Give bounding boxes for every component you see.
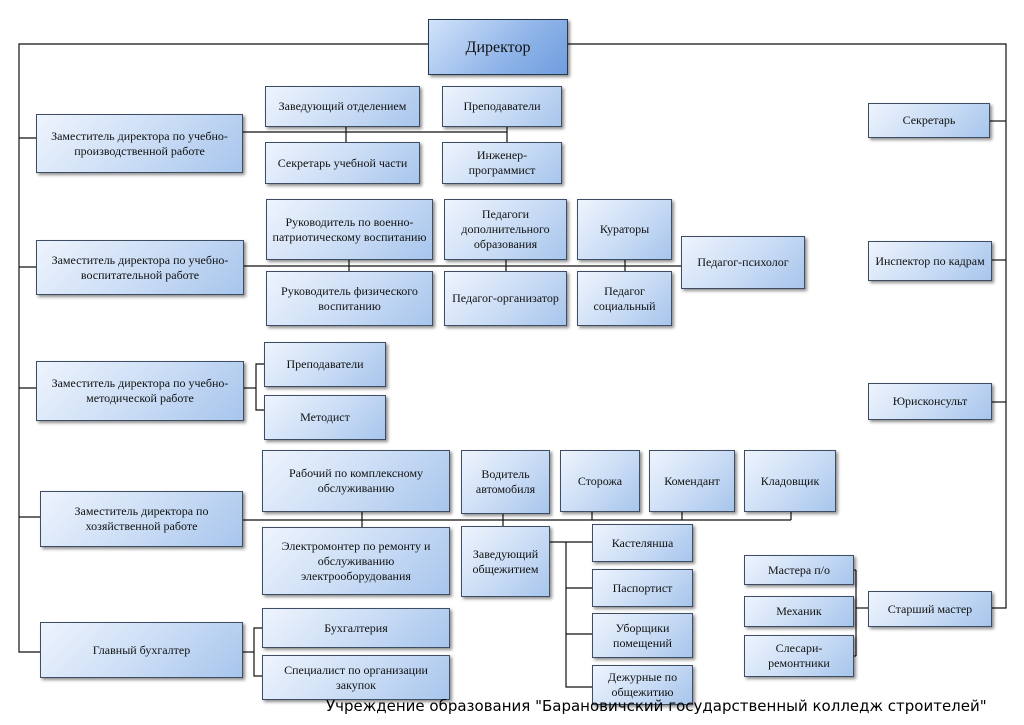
commandant-label: Комендант (664, 473, 720, 488)
director-box: Директор (428, 19, 568, 75)
secretary-academic-box: Секретарь учебной части (265, 142, 420, 184)
psychologist-box: Педагог-психолог (681, 236, 805, 289)
repair-fitters-label: Слесари-ремонтники (768, 641, 830, 670)
housekeeper-box: Кастелянша (592, 524, 693, 562)
teachers-production-label: Преподаватели (463, 99, 541, 113)
dormitory-head-box: Заведующий общежитием (461, 526, 550, 597)
cleaners-box: Уборщики помещений (592, 613, 693, 658)
secretary-label: Секретарь (902, 113, 956, 127)
chief-accountant-box: Главный бухгалтер (40, 622, 243, 678)
deputy-economic-label: Заместитель директора по хозяйственной р… (74, 504, 209, 533)
accounting-label: Бухгалтерия (324, 620, 388, 635)
social-teacher-box: Педагог социальный (577, 271, 672, 326)
procurement-specialist-box: Специалист по организации закупок (262, 655, 450, 700)
masters-label: Мастера п/о (768, 562, 830, 577)
deputy-economic-box: Заместитель директора по хозяйственной р… (40, 491, 243, 547)
deputy-production-label: Заместитель директора по учебно-производ… (51, 128, 228, 158)
passport-officer-box: Паспортист (592, 569, 693, 607)
chief-accountant-label: Главный бухгалтер (92, 642, 191, 657)
dormitory-head-label: Заведующий общежитием (472, 546, 539, 576)
director-label: Директор (465, 38, 531, 56)
driver-label: Водитель автомобиля (475, 467, 536, 496)
housekeeper-label: Кастелянша (611, 535, 674, 550)
passport-officer-label: Паспортист (612, 580, 673, 595)
head-of-department-label: Заведующий отделением (278, 99, 407, 113)
legal-counsel-label: Юрисконсульт (892, 394, 968, 408)
accounting-box: Бухгалтерия (262, 608, 450, 648)
social-teacher-label: Педагог социальный (593, 283, 656, 313)
masters-box: Мастера п/о (744, 555, 854, 585)
head-military-patriotic-label: Руководитель по военно-патриотическому в… (272, 214, 427, 244)
driver-box: Водитель автомобиля (461, 450, 550, 514)
commandant-box: Комендант (649, 450, 735, 512)
secretary-academic-label: Секретарь учебной части (277, 155, 408, 170)
teachers-additional-ed-label: Педагоги дополнительного образования (461, 207, 550, 251)
head-of-department-box: Заведующий отделением (265, 86, 420, 127)
psychologist-label: Педагог-психолог (697, 255, 789, 269)
maintenance-worker-box: Рабочий по комплексному обслуживанию (262, 450, 450, 512)
engineer-programmer-box: Инженер-программист (442, 142, 562, 184)
senior-master-label: Старший мастер (887, 601, 973, 616)
deputy-production-box: Заместитель директора по учебно-производ… (36, 114, 243, 173)
head-military-patriotic-box: Руководитель по военно-патриотическому в… (266, 199, 433, 260)
maintenance-worker-label: Рабочий по комплексному обслуживанию (288, 466, 424, 495)
cleaners-label: Уборщики помещений (613, 620, 672, 650)
watchmen-box: Сторожа (560, 450, 640, 512)
head-physical-ed-box: Руководитель физического воспитанию (266, 271, 433, 326)
engineer-programmer-label: Инженер-программист (468, 148, 536, 177)
mechanic-box: Механик (744, 596, 854, 627)
electrician-box: Электромонтер по ремонту и обслуживанию … (262, 527, 450, 595)
secretary-box: Секретарь (868, 103, 990, 138)
watchmen-label: Сторожа (577, 473, 623, 488)
institution-caption: Учреждение образования "Барановичский го… (326, 697, 987, 715)
teacher-organizer-label: Педагог-организатор (452, 291, 559, 305)
storekeeper-box: Кладовщик (744, 450, 836, 512)
procurement-specialist-label: Специалист по организации закупок (284, 662, 428, 692)
deputy-methodical-box: Заместитель директора по учебно-методиче… (36, 361, 244, 421)
deputy-methodical-label: Заместитель директора по учебно-методиче… (51, 376, 229, 405)
repair-fitters-box: Слесари-ремонтники (744, 635, 854, 677)
dorm-attendants-box: Дежурные по общежитию (592, 665, 693, 705)
teacher-organizer-box: Педагог-организатор (444, 271, 567, 326)
hr-inspector-box: Инспектор по кадрам (868, 241, 992, 281)
teachers-methodical-box: Преподаватели (264, 342, 386, 387)
head-physical-ed-label: Руководитель физического воспитанию (281, 283, 418, 313)
curators-label: Кураторы (599, 222, 650, 236)
deputy-education-box: Заместитель директора по учебно-воспитат… (36, 240, 244, 295)
deputy-education-label: Заместитель директора по учебно-воспитат… (51, 252, 229, 282)
methodist-box: Методист (264, 395, 386, 440)
teachers-additional-ed-box: Педагоги дополнительного образования (444, 199, 567, 260)
dorm-attendants-label: Дежурные по общежитию (607, 670, 678, 699)
curators-box: Кураторы (577, 199, 672, 260)
legal-counsel-box: Юрисконсульт (868, 383, 992, 420)
teachers-production-box: Преподаватели (442, 86, 562, 127)
electrician-label: Электромонтер по ремонту и обслуживанию … (281, 538, 431, 583)
hr-inspector-label: Инспектор по кадрам (875, 253, 985, 268)
teachers-methodical-label: Преподаватели (286, 357, 364, 371)
senior-master-box: Старший мастер (868, 591, 992, 627)
storekeeper-label: Кладовщик (760, 473, 820, 488)
methodist-label: Методист (300, 410, 350, 424)
mechanic-label: Механик (776, 604, 822, 618)
